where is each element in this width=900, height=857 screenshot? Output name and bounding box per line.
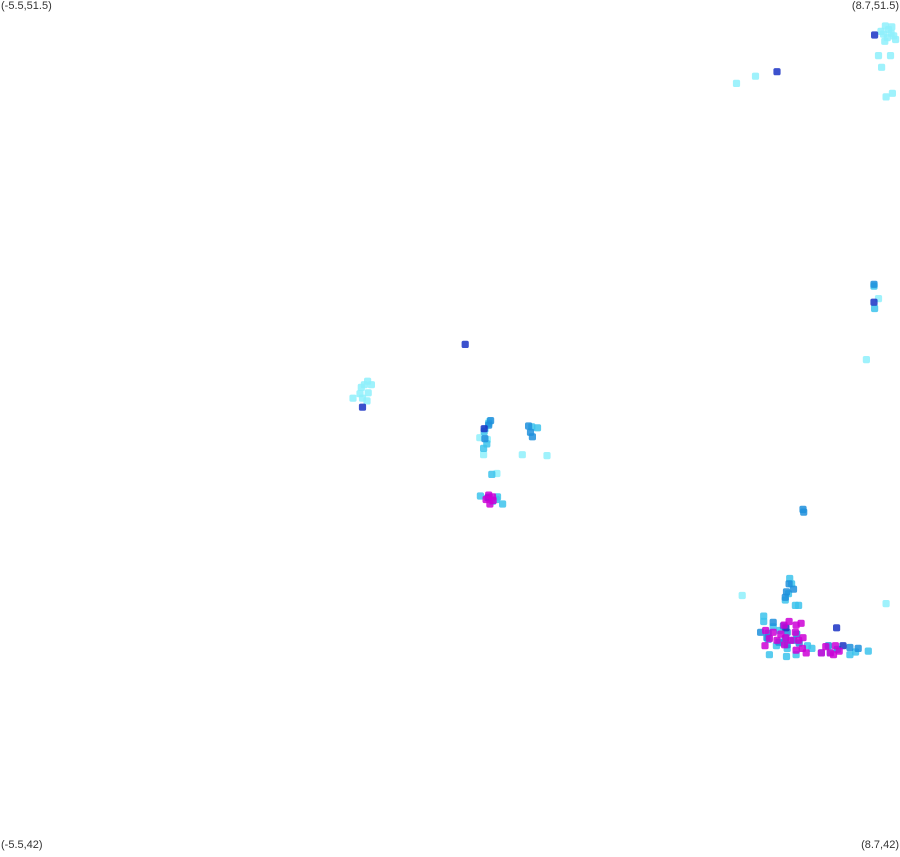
corner-label-top-right: (8.7,51.5): [851, 0, 899, 12]
scatter-point-light_cyan-32: [480, 451, 488, 459]
scatter-point-light_cyan-13: [751, 72, 760, 80]
scatter-point-cyan-4: [488, 470, 496, 478]
scatter-point-mid_blue-5: [528, 433, 536, 441]
scatter-point-light_cyan-16: [882, 93, 890, 101]
scatter-point-magenta-4: [486, 500, 494, 508]
scatter-point-mid_blue-24: [846, 643, 854, 652]
corner-label-bottom-left: (-5.5,42): [1, 839, 43, 851]
scatter-point-magenta-13: [773, 636, 781, 644]
scatter-point-magenta-20: [802, 649, 810, 657]
scatter-point-light_cyan-27: [363, 397, 371, 405]
scatter-point-light_cyan-9: [881, 37, 889, 45]
scatter-point-light_cyan-23: [364, 389, 372, 397]
scatter-point-magenta-8: [791, 628, 799, 636]
scatter-point-mid_blue-25: [854, 644, 862, 652]
scatter-point-light_cyan-15: [888, 89, 896, 97]
scatter-point-magenta-18: [787, 636, 795, 644]
scatter-point-magenta-28: [762, 626, 770, 635]
scatter-point-mid_blue-11: [789, 585, 798, 593]
scatter-point-magenta-24: [835, 647, 843, 655]
scatter-point-dark_blue-3: [358, 403, 367, 411]
scatter-point-magenta-29: [817, 649, 825, 657]
scatter-point-cyan-27: [765, 651, 773, 659]
scatter-point-light_cyan-6: [892, 35, 900, 44]
scatter-point-light_cyan-37: [882, 600, 890, 608]
scatter-point-dark_blue-6: [870, 298, 878, 306]
scatter-point-dark_blue-1: [773, 68, 781, 76]
scatter-point-mid_blue-13: [769, 618, 777, 626]
scatter-point-magenta-26: [761, 642, 769, 650]
scatter-point-light_cyan-10: [874, 52, 883, 60]
scatter-point-cyan-22: [760, 617, 768, 626]
scatter-point-mid_blue-2: [481, 435, 489, 443]
scatter-point-mid_blue-8: [800, 508, 808, 516]
corner-label-bottom-right: (8.7,42): [861, 839, 899, 851]
scatter-point-cyan-3: [480, 444, 488, 452]
scatter-point-dark_blue-8: [839, 642, 847, 650]
scatter-point-magenta-5: [769, 628, 777, 636]
scatter-point-magenta-10: [785, 617, 793, 626]
scatter-point-cyan-14: [871, 304, 879, 313]
scatter-point-light_cyan-14: [732, 79, 741, 87]
scatter-point-dark_blue-7: [833, 624, 841, 632]
scatter-point-light_cyan-12: [878, 63, 886, 71]
scatter-point-cyan-34: [846, 651, 854, 659]
scatter-point-dark_blue-2: [871, 31, 879, 39]
scatter-point-light_cyan-35: [543, 452, 551, 460]
scatter-point-magenta-21: [822, 643, 830, 651]
scatter-point-magenta-27: [765, 635, 773, 643]
scatter-point-magenta-12: [797, 619, 805, 627]
scatter-point-magenta-17: [799, 634, 807, 642]
scatter-point-cyan-7: [476, 492, 484, 500]
scatter-point-light_cyan-34: [518, 451, 526, 459]
scatter-point-magenta-23: [829, 651, 838, 659]
corner-label-top-left: (-5.5,51.5): [1, 0, 52, 12]
scatter-point-light_cyan-25: [349, 394, 357, 402]
scatter-point-cyan-11: [533, 424, 542, 432]
scatter-point-magenta-14: [781, 641, 789, 649]
scatter-point-magenta-25: [831, 642, 839, 650]
scatter-point-light_cyan-18: [862, 356, 870, 364]
scatter-point-mid_blue-3: [525, 422, 533, 430]
scatter-point-light_cyan-11: [886, 52, 895, 60]
scatter-point-light_cyan-7: [877, 27, 885, 35]
scatter-point-cyan-10: [499, 500, 507, 508]
scatter-point-dark_blue-0: [461, 340, 469, 348]
scatter-point-light_cyan-22: [367, 381, 375, 389]
scatter-point-light_cyan-21: [357, 383, 365, 391]
points-layer: [349, 22, 900, 661]
scatter-point-mid_blue-9: [785, 580, 793, 588]
scatter-point-magenta-15: [792, 646, 800, 654]
scatter-point-cyan-20: [795, 601, 803, 609]
scatter-point-dark_blue-4: [480, 425, 488, 433]
scatter-point-mid_blue-12: [781, 593, 789, 601]
scatter-point-cyan-30: [782, 652, 791, 661]
scatter-point-light_cyan-8: [888, 23, 896, 31]
scatter-point-light_cyan-36: [738, 591, 746, 600]
scatter-point-mid_blue-6: [870, 280, 878, 288]
scatter-point-cyan-35: [864, 647, 872, 655]
